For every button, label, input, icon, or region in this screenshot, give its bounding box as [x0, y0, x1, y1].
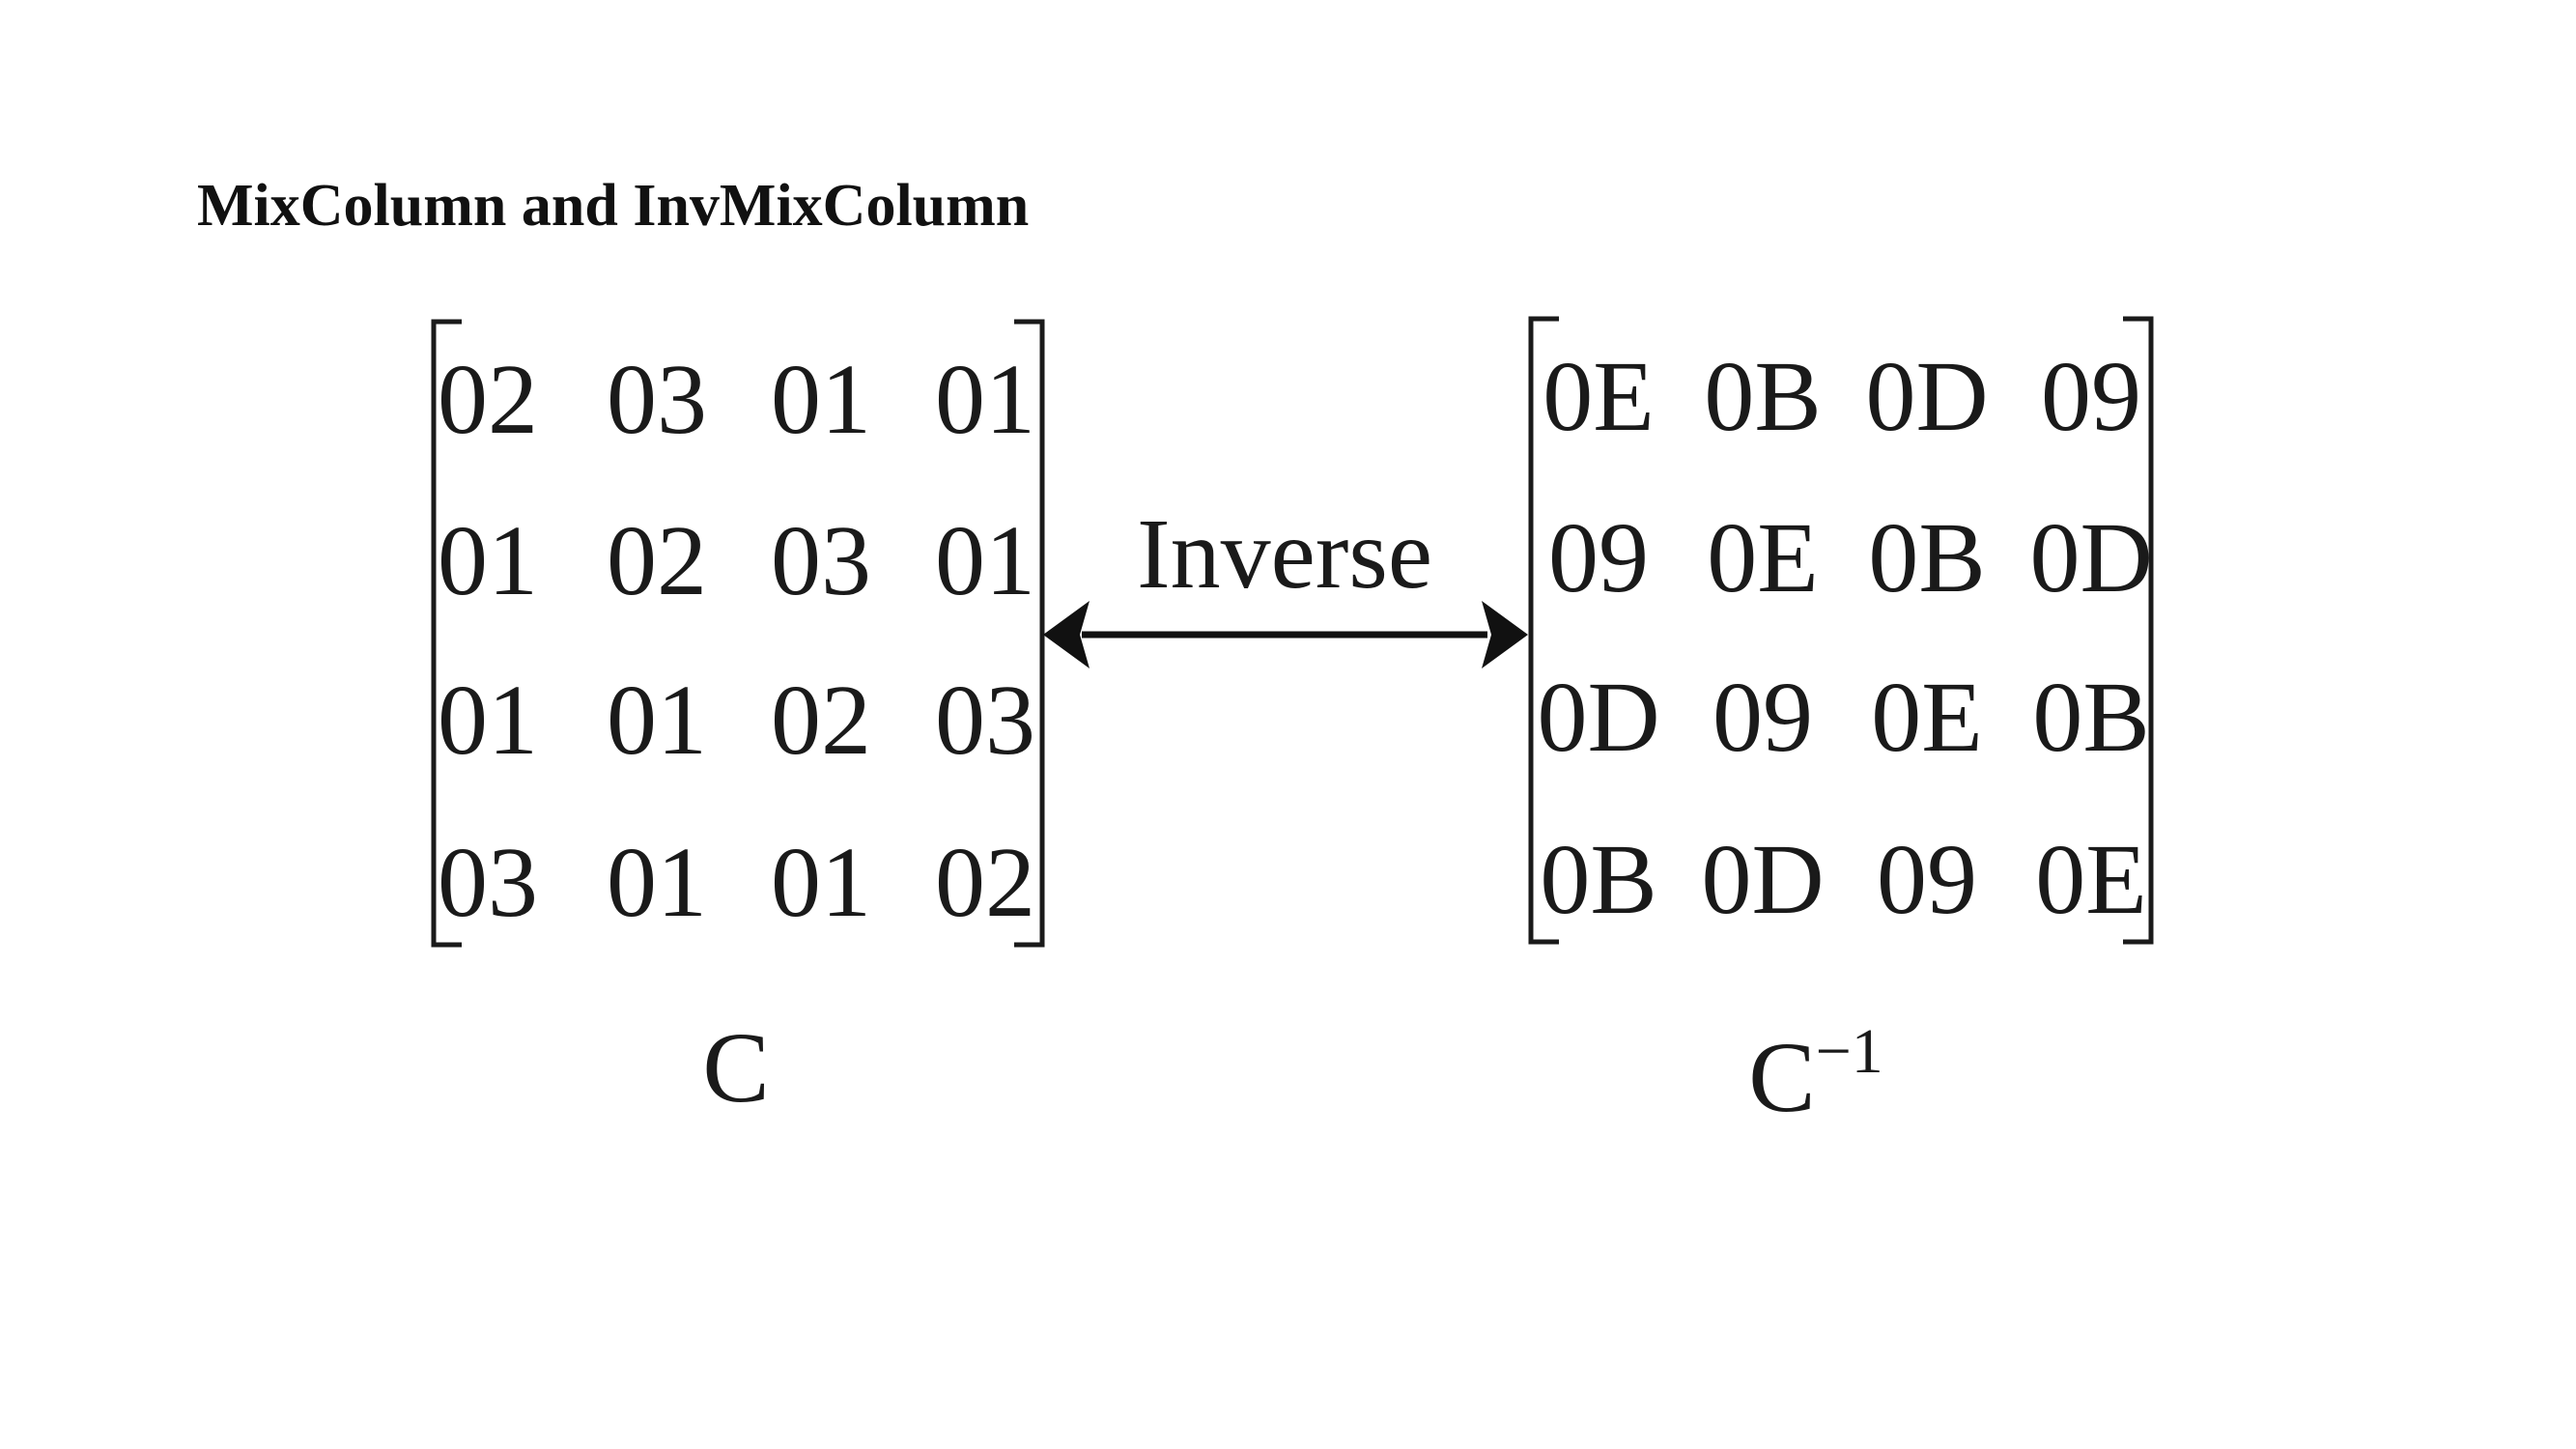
matrix-c-inverse-cell-r4-c2: 0D [1701, 824, 1824, 935]
matrix-c-inverse-label-superscript: −1 [1816, 1016, 1883, 1087]
matrix-c-inverse-cell-r2-c4: 0D [2029, 502, 2152, 613]
matrix-c-cell-r3-c3: 02 [771, 665, 871, 776]
matrix-c-inverse-cell-r3-c3: 0E [1871, 662, 1983, 773]
inverse-arrow: Inverse [1043, 498, 1528, 668]
matrix-c-cell-r4-c3: 01 [771, 827, 871, 938]
matrix-c-cell-r4-c1: 03 [438, 827, 538, 938]
matrix-c-inverse-cells: 0E 0B 0D 09 09 0E 0B 0D 0D 09 0E 0B 0B 0D 09 0E [1537, 341, 2152, 935]
page-title: MixColumn and InvMixColumn [197, 173, 1030, 239]
matrix-c-inverse-cell-r4-c4: 0E [2035, 824, 2147, 935]
matrix-c-inverse-cell-r1-c4: 09 [2041, 341, 2141, 452]
matrix-c-right-bracket [1014, 319, 1045, 948]
matrix-c-cell-r1-c1: 02 [438, 344, 538, 455]
matrix-c-inverse-cell-r3-c4: 0B [2032, 662, 2149, 773]
matrix-c-cells: 02 03 01 01 01 02 03 01 01 01 02 03 03 01 01 02 [438, 344, 1035, 938]
matrix-c-inverse-cell-r4-c3: 09 [1877, 824, 1977, 935]
matrix-c-inverse-cell-r2-c3: 0B [1868, 502, 1985, 613]
matrix-c-inverse-cell-r3-c1: 0D [1537, 662, 1659, 773]
matrix-c-label: C [702, 1012, 769, 1123]
matrix-c-inverse-cell-r3-c2: 09 [1713, 662, 1813, 773]
matrix-c-cell-r4-c4: 02 [935, 827, 1035, 938]
matrix-c-cell-r2-c1: 01 [438, 505, 538, 616]
matrix-c-cell-r4-c2: 01 [607, 827, 707, 938]
inverse-label: Inverse [1137, 498, 1432, 610]
matrix-c-inverse-right-bracket [2123, 316, 2154, 945]
matrix-c-cell-r1-c4: 01 [935, 344, 1035, 455]
matrix-c-inverse-cell-r1-c1: 0E [1543, 341, 1655, 452]
matrix-c-inverse-cell-r2-c1: 09 [1548, 502, 1649, 613]
matrix-c-inverse-cell-r4-c1: 0B [1540, 824, 1656, 935]
matrix-c-cell-r3-c2: 01 [607, 665, 707, 776]
arrow-left-head [1043, 601, 1090, 668]
matrix-c-inverse-cell-r2-c2: 0E [1707, 502, 1819, 613]
matrix-c: 02 03 01 01 01 02 03 01 01 01 02 03 03 01 01 02 C [431, 319, 1045, 1123]
matrix-c-inverse-cell-r1-c2: 0B [1704, 341, 1821, 452]
matrix-c-cell-r2-c2: 02 [607, 505, 707, 616]
matrix-c-left-bracket [431, 319, 462, 948]
matrix-c-cell-r1-c3: 01 [771, 344, 871, 455]
arrow-right-head [1482, 601, 1528, 668]
matrix-c-inverse: 0E 0B 0D 09 09 0E 0B 0D 0D 09 0E 0B 0B 0D 09 0E C−1 [1528, 316, 2154, 1133]
matrix-c-inverse-label: C−1 [1748, 1016, 1883, 1133]
matrix-c-cell-r2-c4: 01 [935, 505, 1035, 616]
matrix-c-cell-r1-c2: 03 [607, 344, 707, 455]
matrix-c-inverse-cell-r1-c3: 0D [1865, 341, 1988, 452]
matrix-c-inverse-left-bracket [1528, 316, 1559, 945]
matrix-c-cell-r3-c4: 03 [935, 665, 1035, 776]
matrix-c-cell-r2-c3: 03 [771, 505, 871, 616]
matrix-c-cell-r3-c1: 01 [438, 665, 538, 776]
matrix-c-inverse-label-base: C [1748, 1022, 1815, 1133]
